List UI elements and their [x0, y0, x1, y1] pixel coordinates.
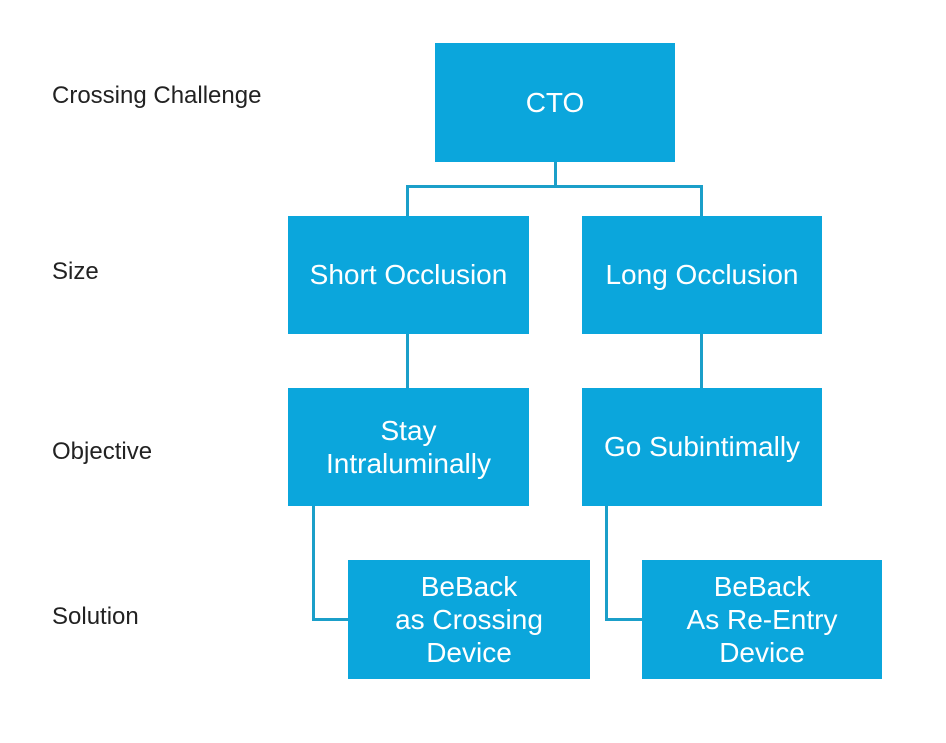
connector-long-to-go	[700, 334, 703, 388]
connector-stay-elbow-vertical	[312, 506, 315, 621]
node-label-line: Short Occlusion	[309, 259, 508, 291]
connector-short-to-stay	[406, 334, 409, 388]
node-short-occlusion: Short Occlusion	[288, 216, 529, 334]
node-label-line: BeBack	[713, 570, 811, 602]
node-label-line: Device	[426, 637, 512, 669]
node-long-occlusion: Long Occlusion	[582, 216, 822, 334]
node-label-line: Intraluminally	[326, 448, 491, 479]
node-label-line: Go Subintimally	[603, 431, 801, 463]
node-label-line: Long Occlusion	[605, 259, 799, 291]
node-label-line: CTO	[525, 86, 585, 118]
connector-branch-right	[700, 185, 703, 216]
row-label-objective: Objective	[52, 438, 153, 465]
row-label-solution: Solution	[52, 603, 139, 630]
row-label-size: Size	[52, 258, 99, 285]
connector-go-elbow-vertical	[605, 506, 608, 621]
connector-go-elbow-horizontal	[605, 618, 643, 621]
connector-branch-horizontal	[406, 185, 703, 188]
node-cto: CTO	[435, 43, 675, 162]
node-go-subintimally: Go Subintimally	[582, 388, 822, 506]
connector-stay-elbow-horizontal	[312, 618, 349, 621]
node-label-line: Device	[719, 637, 805, 669]
node-label-line: Stay	[380, 414, 437, 446]
connector-branch-left	[406, 185, 409, 216]
node-label-line: as Crossing	[395, 603, 543, 635]
row-label-crossing-challenge: Crossing Challenge	[52, 82, 262, 109]
connector-cto-stem	[554, 162, 557, 187]
node-label-line: As Re-Entry	[686, 603, 838, 635]
node-label-line: BeBack	[420, 570, 518, 602]
